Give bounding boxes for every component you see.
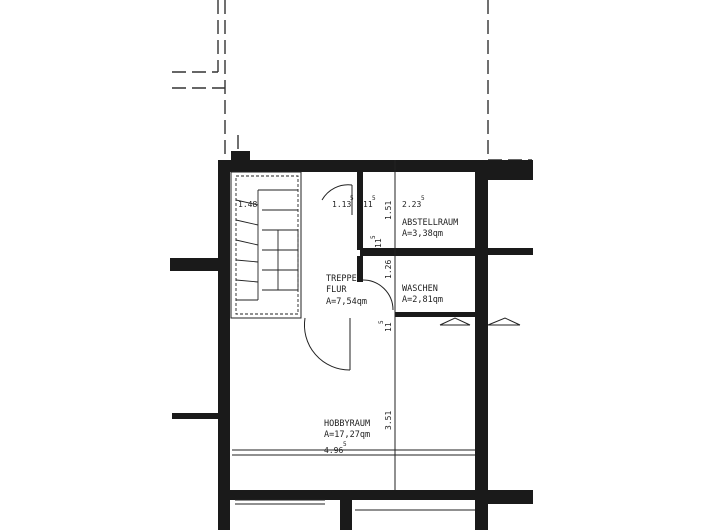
thin-lines xyxy=(230,160,521,511)
dim-11: 11 xyxy=(384,322,393,332)
room-name-hobbyraum: HOBBYRAUM xyxy=(324,419,370,429)
dashed-outline xyxy=(172,0,532,161)
walls xyxy=(170,151,533,530)
staircase xyxy=(235,175,299,315)
room-name-treppe: TREPPE xyxy=(326,274,357,284)
dim-223-sup: 5 xyxy=(421,195,425,202)
dim-115b-sup: 5 xyxy=(370,235,377,239)
dim-496-sup: 5 xyxy=(343,441,347,448)
dim-148: 1.48 xyxy=(238,200,257,209)
dim-223: 2.23 xyxy=(402,200,421,209)
doors xyxy=(303,184,394,371)
dim-151: 1.51 xyxy=(384,201,393,220)
room-name-abstellraum: ABSTELLRAUM xyxy=(402,218,458,228)
dim-351: 3.51 xyxy=(384,411,393,430)
room-area-waschen: A=2,81qm xyxy=(402,295,443,305)
dim-115: 11 xyxy=(363,200,373,209)
dim-113: 1.13 xyxy=(332,200,351,209)
dim-11-sup: 5 xyxy=(378,320,385,324)
room-name-flur: FLUR xyxy=(326,285,347,295)
dimension-labels: 1.48 1.13 5 11 5 2.23 5 1.51 11 5 1.26 1… xyxy=(238,195,425,455)
dim-115-sup: 5 xyxy=(372,195,376,202)
dim-126: 1.26 xyxy=(384,260,393,279)
dim-496: 4.96 xyxy=(324,446,343,455)
dim-113-sup: 5 xyxy=(350,195,354,202)
room-area-treppe: A=7,54qm xyxy=(326,297,367,307)
room-labels: TREPPE FLUR A=7,54qm ABSTELLRAUM A=3,38q… xyxy=(324,218,458,440)
room-area-hobbyraum: A=17,27qm xyxy=(324,430,370,440)
dim-115b: 11 xyxy=(374,238,383,248)
room-name-waschen: WASCHEN xyxy=(402,284,438,294)
room-area-abstellraum: A=3,38qm xyxy=(402,229,443,239)
